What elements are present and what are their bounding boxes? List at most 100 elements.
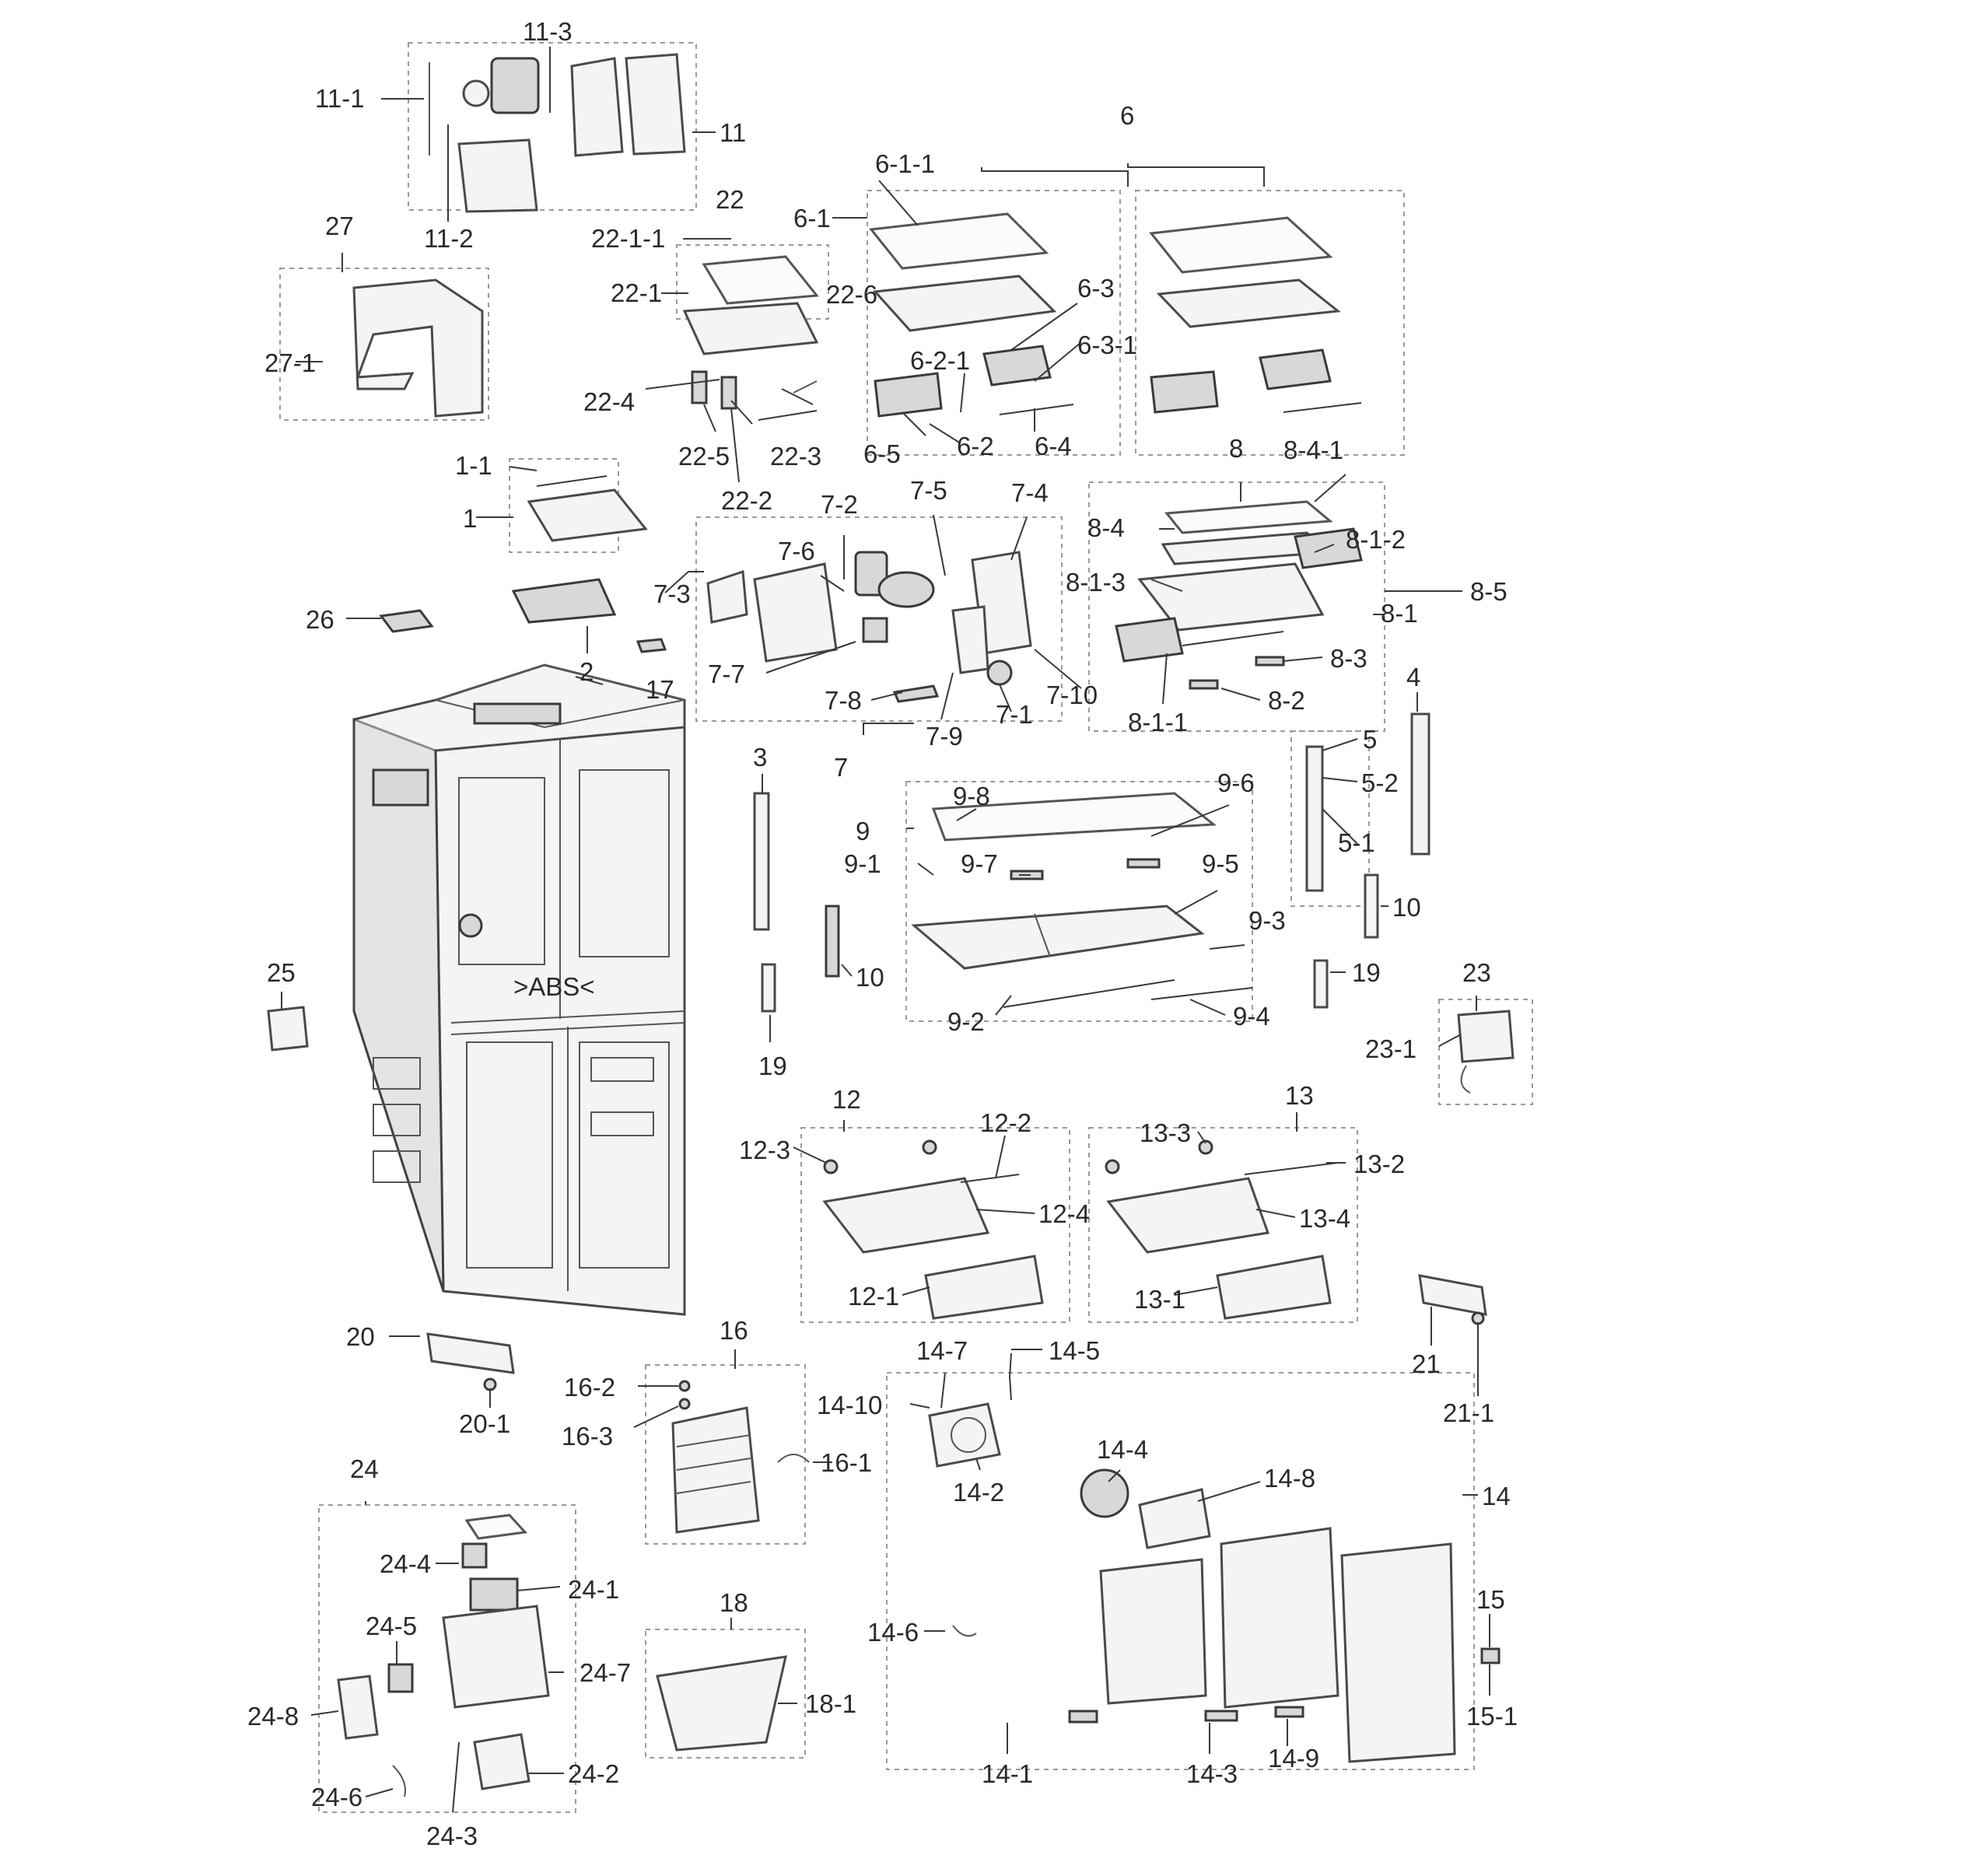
label-10a: 10 <box>1392 893 1421 922</box>
label-22-4: 22-4 <box>583 387 635 416</box>
label-8-4: 8-4 <box>1087 513 1125 542</box>
label-22-5: 22-5 <box>678 442 730 471</box>
label-7-9: 7-9 <box>926 722 963 751</box>
label-14-9: 14-9 <box>1268 1744 1319 1773</box>
label-18: 18 <box>720 1588 748 1617</box>
label-24-4: 24-4 <box>380 1549 431 1578</box>
label-6-4: 6-4 <box>1035 432 1072 460</box>
label-8-2: 8-2 <box>1268 686 1305 715</box>
label-9-3: 9-3 <box>1248 906 1286 935</box>
label-9-5: 9-5 <box>1202 849 1239 878</box>
label-22-3: 22-3 <box>770 442 821 471</box>
label-22-6: 22-6 <box>826 280 877 309</box>
label-7-7: 7-7 <box>708 660 745 688</box>
label-9: 9 <box>856 817 870 845</box>
label-9-6: 9-6 <box>1217 768 1255 797</box>
label-7-10: 7-10 <box>1046 681 1098 709</box>
label-14-5: 14-5 <box>1049 1336 1100 1365</box>
label-7-4: 7-4 <box>1011 478 1049 507</box>
label-6-1: 6-1 <box>793 204 831 233</box>
leader-lines <box>281 47 1490 1813</box>
label-12-4: 12-4 <box>1038 1199 1090 1228</box>
cabinet-abs-mark: >ABS< <box>513 972 595 1001</box>
label-14-3: 14-3 <box>1186 1759 1238 1788</box>
label-7: 7 <box>834 753 848 782</box>
label-15: 15 <box>1476 1585 1505 1614</box>
label-12: 12 <box>832 1085 861 1114</box>
label-7-6: 7-6 <box>778 537 815 565</box>
label-16-3: 16-3 <box>562 1422 613 1451</box>
label-4: 4 <box>1406 663 1420 691</box>
label-24-3: 24-3 <box>426 1822 478 1850</box>
label-21-1: 21-1 <box>1443 1398 1494 1427</box>
label-22-2: 22-2 <box>721 486 772 515</box>
label-14: 14 <box>1482 1482 1511 1510</box>
label-16-1: 16-1 <box>821 1448 872 1477</box>
label-21: 21 <box>1412 1349 1441 1378</box>
label-9-2: 9-2 <box>947 1007 985 1036</box>
callout-labels: 11-3 11-1 11 11-2 27 27-1 22 22-1-1 22-1… <box>247 17 1518 1850</box>
label-6-2-1: 6-2-1 <box>910 346 970 375</box>
label-16-2: 16-2 <box>564 1373 615 1402</box>
label-6-5: 6-5 <box>863 439 901 468</box>
label-19b: 19 <box>758 1052 787 1080</box>
label-24-7: 24-7 <box>580 1658 631 1687</box>
label-5: 5 <box>1363 725 1377 754</box>
label-1: 1 <box>463 504 477 533</box>
label-6-2: 6-2 <box>957 432 994 460</box>
label-11: 11 <box>720 118 746 147</box>
label-24-1: 24-1 <box>568 1575 619 1604</box>
label-8-1: 8-1 <box>1381 599 1418 628</box>
label-6: 6 <box>1120 101 1134 130</box>
label-1-1: 1-1 <box>455 451 492 480</box>
label-11-3: 11-3 <box>523 17 573 46</box>
label-10b: 10 <box>856 963 884 992</box>
label-20-1: 20-1 <box>459 1409 510 1438</box>
label-12-3: 12-3 <box>739 1136 790 1164</box>
refrigerator-cabinet: >ABS< <box>352 663 686 1316</box>
label-14-1: 14-1 <box>982 1759 1033 1788</box>
label-9-1: 9-1 <box>844 849 881 878</box>
label-14-10: 14-10 <box>817 1391 882 1419</box>
label-8-3: 8-3 <box>1330 644 1367 673</box>
label-17: 17 <box>646 675 674 704</box>
label-26: 26 <box>306 605 334 634</box>
label-7-5: 7-5 <box>910 476 947 505</box>
label-2: 2 <box>580 657 594 686</box>
label-23: 23 <box>1462 958 1491 987</box>
label-6-3: 6-3 <box>1077 274 1115 303</box>
label-8: 8 <box>1229 434 1243 463</box>
label-19a: 19 <box>1352 958 1381 987</box>
label-7-3: 7-3 <box>653 579 691 608</box>
label-14-2: 14-2 <box>953 1478 1004 1507</box>
label-22: 22 <box>716 185 744 214</box>
label-14-7: 14-7 <box>916 1336 968 1365</box>
label-18-1: 18-1 <box>805 1689 856 1718</box>
label-8-1-1: 8-1-1 <box>1128 708 1188 737</box>
label-6-1-1: 6-1-1 <box>875 149 935 178</box>
label-13-4: 13-4 <box>1299 1204 1350 1233</box>
label-24: 24 <box>350 1454 379 1483</box>
group-boxes <box>279 42 1533 1813</box>
label-9-4: 9-4 <box>1233 1002 1270 1031</box>
label-11-1: 11-1 <box>315 84 365 113</box>
label-7-1: 7-1 <box>996 700 1033 729</box>
label-24-6: 24-6 <box>311 1783 362 1811</box>
label-25: 25 <box>267 958 296 987</box>
label-23-1: 23-1 <box>1365 1034 1416 1063</box>
label-7-2: 7-2 <box>821 490 858 519</box>
label-11-2: 11-2 <box>424 224 474 253</box>
label-14-4: 14-4 <box>1097 1435 1148 1464</box>
label-14-8: 14-8 <box>1264 1464 1315 1493</box>
label-24-2: 24-2 <box>568 1759 619 1788</box>
label-8-1-2: 8-1-2 <box>1346 525 1406 554</box>
label-3: 3 <box>753 743 767 772</box>
label-24-8: 24-8 <box>247 1702 299 1731</box>
label-13-2: 13-2 <box>1353 1150 1405 1178</box>
label-5-2: 5-2 <box>1361 768 1399 797</box>
label-27-1: 27-1 <box>264 348 316 377</box>
label-12-2: 12-2 <box>980 1108 1031 1137</box>
label-8-1-3: 8-1-3 <box>1066 568 1126 597</box>
label-27: 27 <box>325 212 354 240</box>
